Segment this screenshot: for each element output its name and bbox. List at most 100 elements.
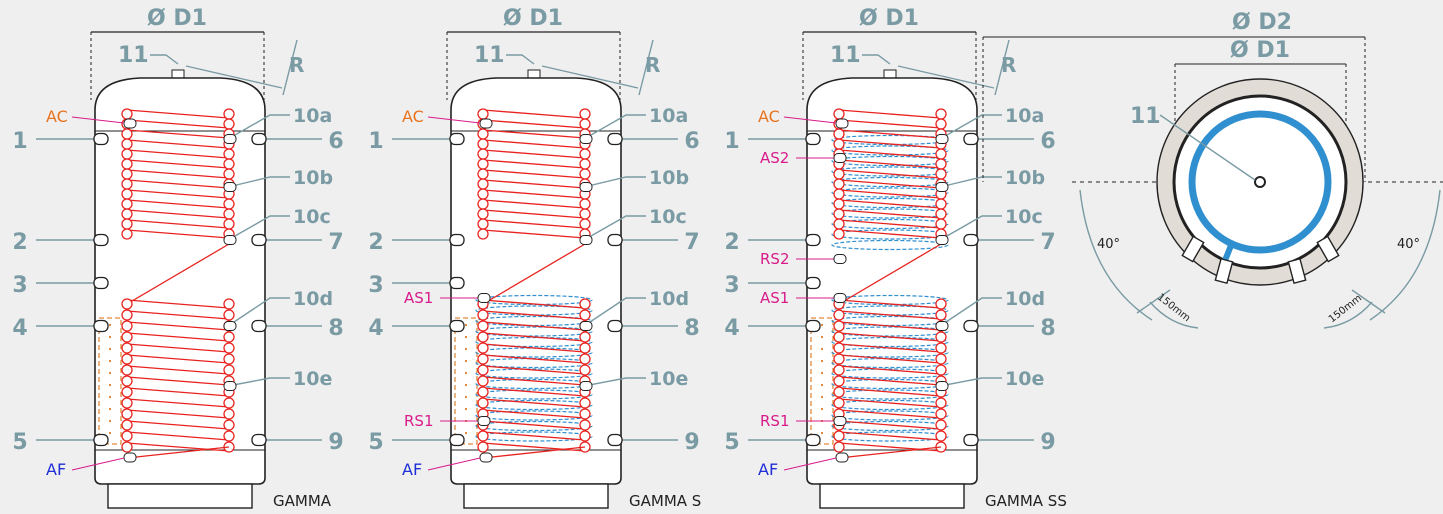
top-label-11: 11 [474, 43, 505, 68]
red-coil-left-end [477, 148, 489, 160]
red-coil-left-end [477, 397, 489, 409]
callout-label-10c: 10c [1005, 206, 1043, 228]
side-port-nozzle [1287, 257, 1307, 285]
sensor-pocket [935, 182, 949, 192]
right-port-label: 7 [1040, 230, 1055, 255]
red-coil-left-end [121, 158, 133, 170]
r-arc-line [897, 65, 995, 89]
solar-coil-upper-turn [831, 155, 949, 167]
red-coil-turn [482, 310, 586, 320]
red-coil-left-end [121, 419, 133, 431]
dist-arc-left [1149, 301, 1199, 329]
red-coil-turn [126, 343, 230, 353]
red-coil-right-end [579, 397, 591, 409]
red-coil-left-end [833, 198, 845, 210]
solar-coil-lower-turn [831, 389, 949, 400]
red-coil-turn [482, 332, 586, 342]
left-port-nozzle [93, 433, 109, 447]
left-port-label: 1 [368, 129, 383, 154]
right-port-nozzle [963, 319, 979, 333]
solar-coil-upper-turn [831, 166, 949, 177]
red-coil-turn [126, 398, 230, 408]
solar-coil-lower-turn [831, 420, 949, 432]
af-label: AF [402, 460, 422, 479]
red-coil-turn [482, 365, 586, 375]
tank-body [450, 77, 622, 485]
left-port-nozzle [805, 233, 821, 247]
red-coil-left-end [121, 375, 133, 387]
af-label: AF [758, 460, 778, 479]
r-line [638, 39, 654, 96]
callout-label-10c: 10c [649, 206, 687, 228]
callout-leader [583, 114, 646, 140]
red-coil-turn [482, 209, 586, 219]
red-coil-turn [838, 189, 942, 199]
tank-body [806, 77, 978, 485]
red-coil-right-end [935, 298, 947, 310]
red-coil-left-end [121, 228, 133, 240]
solar-nozzle [477, 293, 491, 303]
left-port-label: 3 [12, 273, 27, 298]
red-coil-right-end [223, 208, 235, 220]
right-port-nozzle [963, 132, 979, 146]
left-port-nozzle [93, 319, 109, 333]
sensor-pocket [223, 134, 237, 144]
right-port-nozzle [607, 319, 623, 333]
right-port-nozzle [251, 132, 267, 146]
red-coil-left-end [477, 386, 489, 398]
red-coil-turn [126, 354, 230, 364]
af-leader [427, 457, 481, 471]
red-coil-turn [838, 129, 942, 139]
red-coil-turn [126, 332, 230, 342]
red-coil-turn [838, 229, 942, 239]
red-coil-right-end [579, 208, 591, 220]
diameter-label: Ø D1 [147, 6, 207, 31]
red-coil-right-end [579, 118, 591, 130]
left-port-label: 1 [12, 129, 27, 154]
solar-nozzle [833, 153, 847, 163]
red-coil-turn [838, 398, 942, 408]
callout-label-10e: 10e [649, 368, 688, 390]
sensor-pocket [935, 235, 949, 245]
side-port-nozzle [1181, 235, 1205, 263]
red-coil-left-end [121, 218, 133, 230]
right-port-label: 7 [684, 230, 699, 255]
left-port-nozzle [93, 233, 109, 247]
d2-label: Ø D2 [1232, 10, 1292, 35]
red-coil-right-end [223, 397, 235, 409]
red-coil-left-end [477, 430, 489, 442]
ac-leader [783, 116, 837, 124]
red-coil-right-end [223, 118, 235, 130]
solar-label-as1: AS1 [760, 289, 789, 307]
red-coil-turn [482, 219, 586, 229]
solar-coil-lower-turn [831, 326, 949, 337]
red-coil-left-end [477, 168, 489, 180]
red-coil-turn [838, 159, 942, 169]
sensor-pocket [935, 134, 949, 144]
red-coil-left-end [121, 397, 133, 409]
red-coil-turn [482, 159, 586, 169]
red-coil-left-end [477, 331, 489, 343]
af-leader [783, 457, 837, 471]
red-coil-turn [126, 365, 230, 375]
sensor-pocket [579, 182, 593, 192]
red-coil-left-end [833, 364, 845, 376]
angle-right-label: 40° [1397, 237, 1420, 252]
red-coil-left-end [121, 408, 133, 420]
ac-label: AC [46, 107, 68, 126]
red-coil-turn [838, 343, 942, 353]
ac-nozzle [835, 118, 849, 129]
solar-coil-upper-turn [831, 229, 949, 240]
tank-body [94, 77, 266, 485]
red-coil-right-end [935, 364, 947, 376]
sensor-pocket [935, 381, 949, 391]
angle-line-left [1136, 289, 1171, 314]
callout-label-10b: 10b [1005, 167, 1045, 189]
red-coil-right-end [223, 198, 235, 210]
left-port-label: 2 [724, 230, 739, 255]
red-coil-turn [482, 387, 586, 397]
red-coil-turn [126, 199, 230, 209]
callout-label-10b: 10b [649, 167, 689, 189]
r-line [282, 39, 298, 96]
